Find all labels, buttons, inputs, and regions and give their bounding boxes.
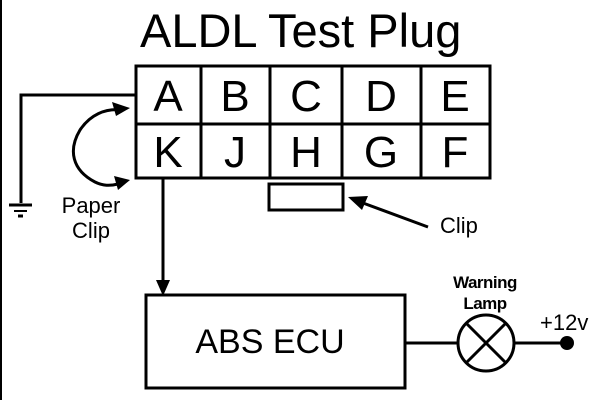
pin-k: K (153, 128, 182, 177)
pin-f: F (442, 128, 469, 177)
ground-wire (19, 93, 136, 203)
paper-clip-label-line2: Clip (72, 218, 110, 243)
ground-icon (9, 203, 32, 218)
aldl-connector: A B C D E K J H G F (134, 64, 492, 180)
diagram-title: ALDL Test Plug (140, 4, 461, 57)
pin-a: A (153, 72, 183, 121)
pin-d: D (365, 72, 397, 121)
down-arrow-icon (156, 280, 170, 296)
warning-lamp-icon (456, 313, 516, 373)
abs-ecu-box (144, 293, 407, 390)
pin-b: B (220, 72, 249, 121)
pin-c: C (290, 72, 322, 121)
clip-pointer-arrow (348, 196, 429, 229)
paper-clip-jumper-icon (71, 102, 130, 190)
power-terminal-icon (560, 336, 574, 350)
connector-outline (134, 64, 492, 180)
pin-g: G (364, 128, 398, 177)
clip-icon (267, 182, 345, 212)
clip-label: Clip (440, 213, 478, 238)
pin-e: E (440, 72, 469, 121)
pin-h: H (290, 128, 322, 177)
pin-j: J (224, 128, 246, 177)
paper-clip-label-line1: Paper (62, 193, 121, 218)
voltage-label: +12v (540, 310, 588, 335)
warning-lamp-label-line2: Lamp (463, 294, 506, 313)
abs-ecu-label: ABS ECU (195, 323, 344, 361)
warning-lamp-label-line1: Warning (453, 273, 517, 292)
